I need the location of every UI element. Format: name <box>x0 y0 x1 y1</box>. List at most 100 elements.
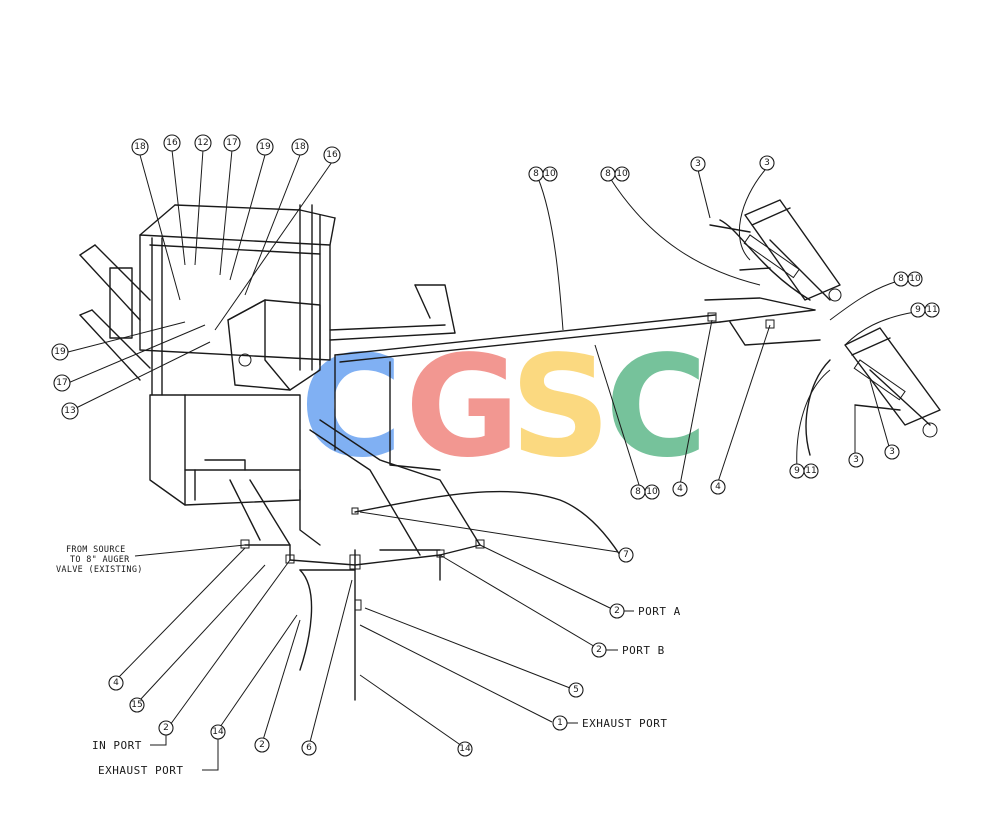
svg-text:6: 6 <box>306 743 312 753</box>
hose-lines <box>229 219 831 701</box>
fittings <box>240 312 775 611</box>
svg-text:2: 2 <box>614 606 620 616</box>
svg-text:18: 18 <box>134 142 146 152</box>
callout-14-right: 14 <box>457 741 473 757</box>
svg-text:19: 19 <box>259 142 271 152</box>
callout-10-a: 10 <box>542 166 558 182</box>
from-source-label-line-1: FROM SOURCE <box>66 545 126 555</box>
svg-text:16: 16 <box>326 150 338 160</box>
svg-text:5: 5 <box>573 685 579 695</box>
callout-16-top-right: 16 <box>323 146 341 164</box>
callout-1-exhaust-port: 1 <box>552 715 568 731</box>
callout-9-b: 9 <box>789 463 805 479</box>
callout-19-left: 19 <box>51 343 69 361</box>
port-a-label: PORT A <box>638 605 681 618</box>
svg-text:17: 17 <box>226 138 237 148</box>
svg-text:10: 10 <box>616 169 628 179</box>
watermark-letter-4: C <box>605 326 708 489</box>
callout-12: 12 <box>194 134 212 152</box>
from-source-label-line-3: VALVE (EXISTING) <box>56 565 143 575</box>
svg-text:2: 2 <box>163 723 169 733</box>
svg-text:10: 10 <box>544 169 556 179</box>
callout-8-a: 8 <box>528 166 544 182</box>
leader-lines <box>67 149 916 771</box>
callout-2-lower: 2 <box>254 737 270 753</box>
svg-text:2: 2 <box>259 740 265 750</box>
callout-14-left: 14 <box>210 724 226 740</box>
svg-text:4: 4 <box>715 482 721 492</box>
callout-11-a: 11 <box>924 302 940 318</box>
svg-text:3: 3 <box>853 455 859 465</box>
callout-17-top: 17 <box>223 134 241 152</box>
callout-5: 5 <box>568 682 584 698</box>
callout-4-lower: 4 <box>108 675 124 691</box>
callout-16-top-left: 16 <box>163 134 181 152</box>
cylinder-assembly-upper <box>709 199 842 302</box>
callout-2-port-a: 2 <box>609 603 625 619</box>
callout-2-port-b: 2 <box>591 642 607 658</box>
svg-text:10: 10 <box>646 487 658 497</box>
callout-8-b: 8 <box>600 166 616 182</box>
callout-3-a: 3 <box>690 156 706 172</box>
callout-4-b: 4 <box>710 479 726 495</box>
svg-text:14: 14 <box>212 727 224 737</box>
svg-text:8: 8 <box>605 169 611 179</box>
svg-text:11: 11 <box>805 466 816 476</box>
svg-text:9: 9 <box>915 305 921 315</box>
watermark-letter-1: C <box>300 326 403 489</box>
svg-text:18: 18 <box>294 142 306 152</box>
svg-text:4: 4 <box>113 678 119 688</box>
svg-text:11: 11 <box>926 305 937 315</box>
svg-text:8: 8 <box>533 169 539 179</box>
port-b-label: PORT B <box>622 644 665 657</box>
callout-18-top-left: 18 <box>131 138 149 156</box>
callout-4-a: 4 <box>672 481 688 497</box>
machine-frame <box>79 204 821 506</box>
in-port-label: IN PORT <box>92 739 142 752</box>
callout-6: 6 <box>301 740 317 756</box>
svg-text:14: 14 <box>459 744 471 754</box>
callout-15: 15 <box>129 697 145 713</box>
callout-10-c: 10 <box>907 271 923 287</box>
callout-3-c: 3 <box>884 444 900 460</box>
svg-text:15: 15 <box>131 700 142 710</box>
callout-8-c: 8 <box>893 271 909 287</box>
callout-11-b: 11 <box>803 463 819 479</box>
svg-text:17: 17 <box>56 378 67 388</box>
from-source-label-line-2: TO 8" AUGER <box>70 555 130 565</box>
svg-text:16: 16 <box>166 138 178 148</box>
svg-text:4: 4 <box>677 484 683 494</box>
exhaust-port-left-label: EXHAUST PORT <box>98 764 183 777</box>
callout-7: 7 <box>618 547 634 563</box>
svg-text:8: 8 <box>898 274 904 284</box>
exhaust-port-right-label: EXHAUST PORT <box>582 717 667 730</box>
callout-13: 13 <box>61 402 79 420</box>
watermark-letter-3: S <box>510 326 611 489</box>
text-labels: FROM SOURCE TO 8" AUGER VALVE (EXISTING)… <box>56 545 681 777</box>
svg-text:12: 12 <box>197 138 208 148</box>
callout-8-d: 8 <box>630 484 646 500</box>
watermark-letter-2: G <box>405 326 520 489</box>
svg-text:7: 7 <box>623 550 629 560</box>
svg-text:2: 2 <box>596 645 602 655</box>
svg-text:3: 3 <box>695 159 701 169</box>
callout-9-a: 9 <box>910 302 926 318</box>
svg-text:8: 8 <box>635 487 641 497</box>
callout-17-left: 17 <box>53 374 71 392</box>
svg-text:13: 13 <box>64 406 75 416</box>
callout-2-in-port: 2 <box>158 720 174 736</box>
svg-text:3: 3 <box>889 447 895 457</box>
svg-text:19: 19 <box>54 347 66 357</box>
svg-text:10: 10 <box>909 274 921 284</box>
callout-3-b: 3 <box>759 155 775 171</box>
callout-18-top-right: 18 <box>291 138 309 156</box>
callout-10-d: 10 <box>644 484 660 500</box>
svg-text:9: 9 <box>794 466 800 476</box>
callout-3-d: 3 <box>848 452 864 468</box>
callout-19-top: 19 <box>256 138 274 156</box>
callout-10-b: 10 <box>614 166 630 182</box>
svg-text:3: 3 <box>764 158 770 168</box>
cylinder-assembly-lower <box>844 327 941 438</box>
svg-text:1: 1 <box>557 718 563 728</box>
